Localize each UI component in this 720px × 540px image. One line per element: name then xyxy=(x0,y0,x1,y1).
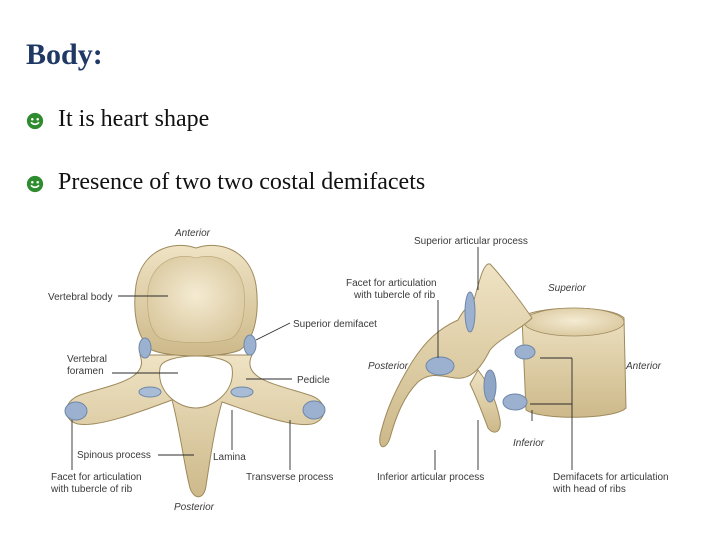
left-sup-articular-facet xyxy=(139,387,161,397)
label-facet-tubercle-r-line1: Facet for articulation xyxy=(346,278,437,289)
label-demifacets-line2: with head of ribs xyxy=(552,484,626,495)
inferior-articular-facet xyxy=(484,370,496,402)
superior-articular-facet xyxy=(465,292,475,332)
label-facet-tubercle-line1: Facet for articulation xyxy=(51,472,142,483)
right-transverse-facet xyxy=(303,401,325,419)
label-superior: Superior xyxy=(548,283,586,294)
label-spinous-process: Spinous process xyxy=(77,450,151,461)
label-facet-tubercle-r-line2: with tubercle of rib xyxy=(353,290,436,301)
label-anterior: Anterior xyxy=(174,228,211,239)
right-superior-demifacet xyxy=(244,335,256,355)
inferior-costal-demifacet xyxy=(503,394,527,410)
lateral-body-top xyxy=(524,308,624,336)
label-anterior-r: Anterior xyxy=(625,361,662,372)
label-inferior: Inferior xyxy=(513,438,545,449)
transverse-costal-facet xyxy=(426,357,454,375)
left-superior-demifacet xyxy=(139,338,151,358)
label-vertebral-foramen-line1: Vertebral xyxy=(67,354,107,365)
superior-costal-demifacet xyxy=(515,345,535,359)
label-facet-tubercle-line2: with tubercle of rib xyxy=(50,484,133,495)
label-superior-articular-process: Superior articular process xyxy=(414,236,528,247)
label-inferior-articular-process: Inferior articular process xyxy=(377,472,484,483)
left-transverse-facet xyxy=(65,402,87,420)
body-cancellous-surface xyxy=(148,256,245,342)
label-superior-demifacet: Superior demifacet xyxy=(293,319,377,330)
lateral-view-vertebra: Superior articular process Facet for art… xyxy=(346,236,669,495)
right-sup-articular-facet xyxy=(231,387,253,397)
label-demifacets-line1: Demifacets for articulation xyxy=(553,472,669,483)
label-vertebral-body: Vertebral body xyxy=(48,292,113,303)
label-pedicle: Pedicle xyxy=(297,375,330,386)
label-vertebral-foramen-line2: foramen xyxy=(67,366,104,377)
label-posterior-r: Posterior xyxy=(368,361,409,372)
superior-view-vertebra: Anterior Vertebral body Superior demifac… xyxy=(48,228,377,513)
label-transverse-process: Transverse process xyxy=(246,472,333,483)
label-lamina: Lamina xyxy=(213,452,246,463)
label-posterior: Posterior xyxy=(174,502,215,513)
